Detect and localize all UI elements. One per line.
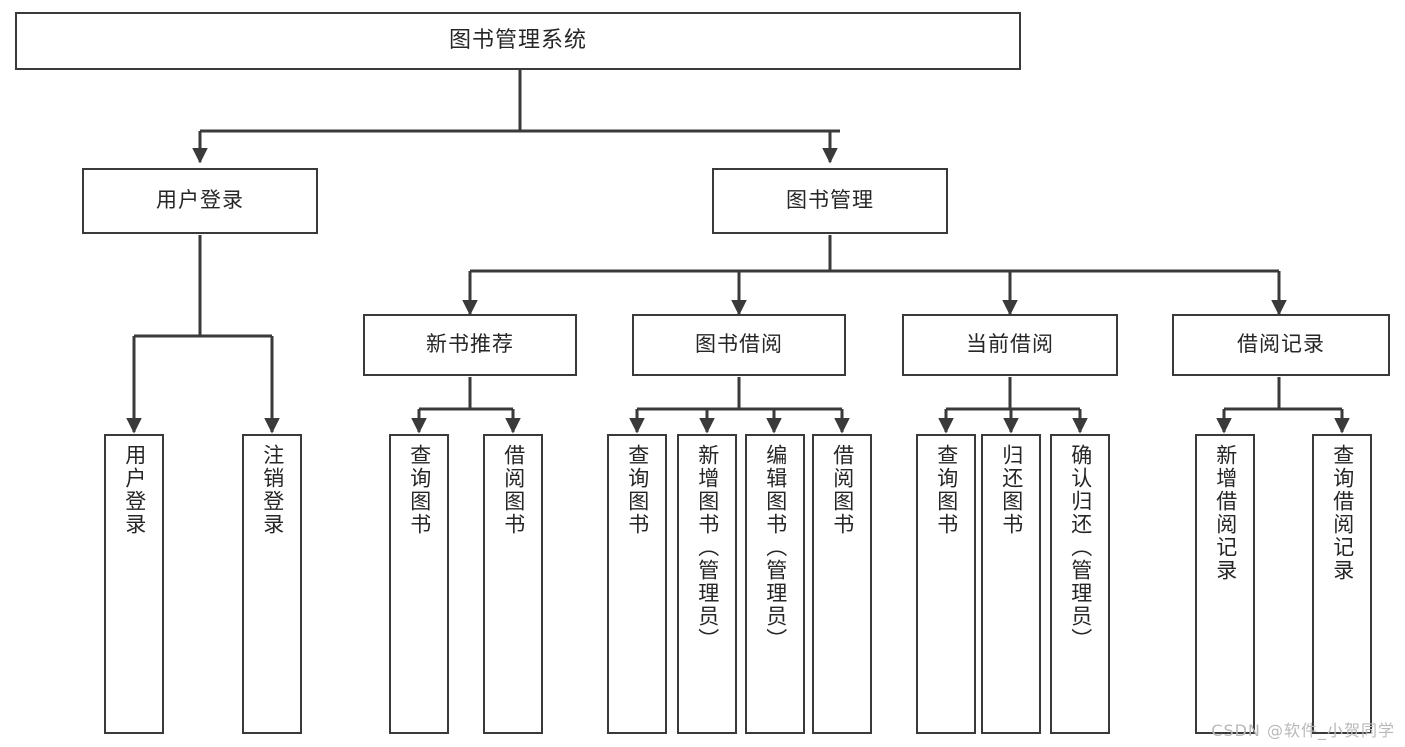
node-leaf-bb-edit-book-label: 编辑图书（管理员） bbox=[763, 444, 788, 651]
node-leaf-user-login-label: 用户登录 bbox=[122, 444, 147, 536]
node-leaf-rec-borrow-book[interactable]: 借阅图书 bbox=[483, 434, 543, 734]
node-leaf-br-add-record[interactable]: 新增借阅记录 bbox=[1195, 434, 1255, 734]
node-new-book-rec-label: 新书推荐 bbox=[426, 332, 514, 357]
node-leaf-bb-query-book-label: 查询图书 bbox=[625, 444, 650, 536]
node-leaf-user-logout-label: 注销登录 bbox=[260, 444, 285, 536]
node-borrow-record-label: 借阅记录 bbox=[1237, 332, 1325, 357]
node-leaf-cb-confirm-return[interactable]: 确认归还（管理员） bbox=[1050, 434, 1110, 734]
node-borrow-record[interactable]: 借阅记录 bbox=[1172, 314, 1390, 376]
node-leaf-bb-edit-book[interactable]: 编辑图书（管理员） bbox=[745, 434, 805, 734]
node-book-manage-label: 图书管理 bbox=[786, 188, 874, 213]
node-current-borrow[interactable]: 当前借阅 bbox=[902, 314, 1118, 376]
node-leaf-bb-add-book[interactable]: 新增图书（管理员） bbox=[677, 434, 737, 734]
node-leaf-bb-add-book-label: 新增图书（管理员） bbox=[695, 444, 720, 651]
node-leaf-rec-query-book[interactable]: 查询图书 bbox=[389, 434, 449, 734]
node-leaf-bb-query-book[interactable]: 查询图书 bbox=[607, 434, 667, 734]
node-leaf-user-logout[interactable]: 注销登录 bbox=[242, 434, 302, 734]
node-leaf-bb-borrow-book[interactable]: 借阅图书 bbox=[812, 434, 872, 734]
node-leaf-cb-return-book[interactable]: 归还图书 bbox=[981, 434, 1041, 734]
node-new-book-rec[interactable]: 新书推荐 bbox=[363, 314, 577, 376]
node-current-borrow-label: 当前借阅 bbox=[966, 332, 1054, 357]
node-leaf-cb-query-book-label: 查询图书 bbox=[934, 444, 959, 536]
node-book-manage[interactable]: 图书管理 bbox=[712, 168, 948, 234]
node-leaf-br-query-record-label: 查询借阅记录 bbox=[1330, 444, 1355, 582]
node-leaf-rec-borrow-book-label: 借阅图书 bbox=[501, 444, 526, 536]
node-root[interactable]: 图书管理系统 bbox=[15, 12, 1021, 70]
node-leaf-cb-query-book[interactable]: 查询图书 bbox=[916, 434, 976, 734]
node-user-login-label: 用户登录 bbox=[156, 188, 244, 213]
node-user-login[interactable]: 用户登录 bbox=[82, 168, 318, 234]
node-leaf-bb-borrow-book-label: 借阅图书 bbox=[830, 444, 855, 536]
node-leaf-rec-query-book-label: 查询图书 bbox=[407, 444, 432, 536]
node-leaf-cb-confirm-return-label: 确认归还（管理员） bbox=[1068, 444, 1093, 651]
node-leaf-cb-return-book-label: 归还图书 bbox=[999, 444, 1024, 536]
node-root-label: 图书管理系统 bbox=[448, 27, 587, 53]
node-leaf-br-query-record[interactable]: 查询借阅记录 bbox=[1312, 434, 1372, 734]
node-leaf-br-add-record-label: 新增借阅记录 bbox=[1213, 444, 1238, 582]
node-leaf-user-login[interactable]: 用户登录 bbox=[104, 434, 164, 734]
node-book-borrow[interactable]: 图书借阅 bbox=[632, 314, 846, 376]
node-book-borrow-label: 图书借阅 bbox=[695, 332, 783, 357]
